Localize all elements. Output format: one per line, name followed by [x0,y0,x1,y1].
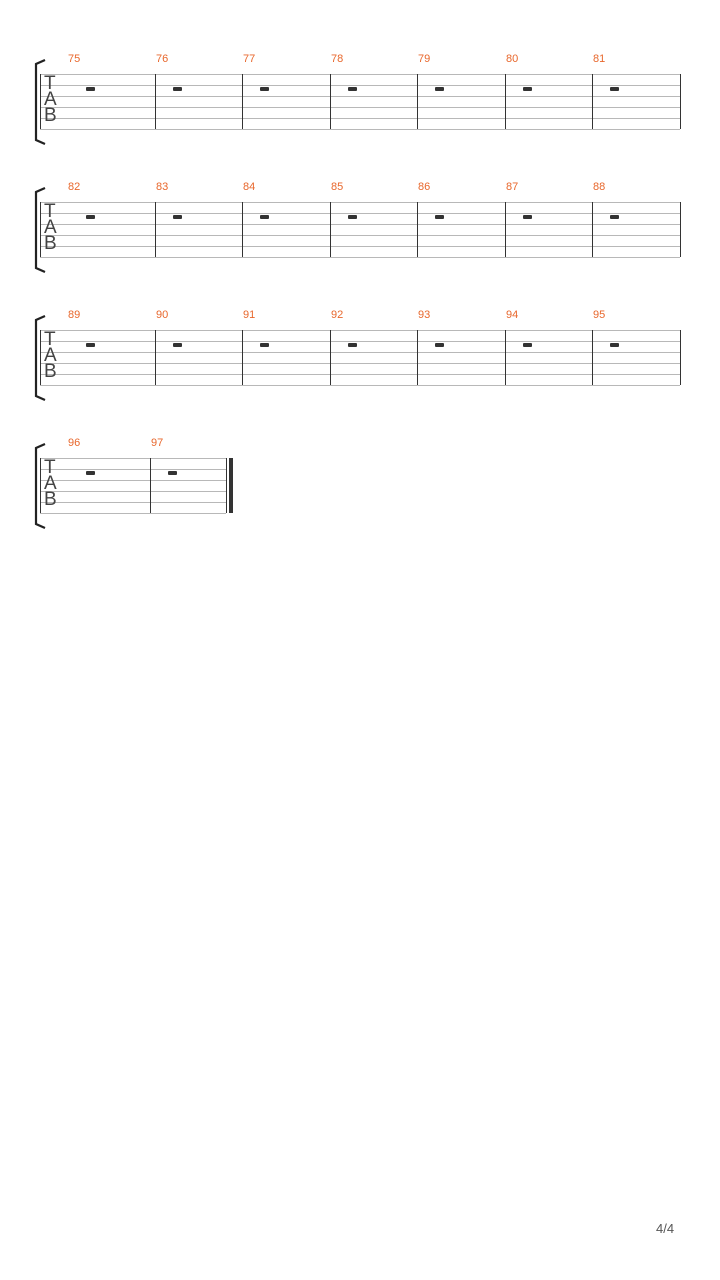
whole-rest-icon [260,343,269,347]
whole-rest-icon [348,215,357,219]
whole-rest-icon [523,343,532,347]
tab-clef-letter: B [44,489,57,510]
measure-number: 94 [506,309,519,321]
measure-number: 82 [68,181,81,193]
whole-rest-icon [168,471,177,475]
tab-clef-letter: A [44,89,57,110]
measure-number: 88 [593,181,606,193]
whole-rest-icon [260,87,269,91]
measure-number: 86 [418,181,431,193]
tab-clef-letter: T [44,329,56,350]
final-barline-thick [229,458,233,513]
system-bracket [34,58,46,146]
tab-clef-letter: T [44,201,56,222]
whole-rest-icon [86,87,95,91]
measure-number: 83 [156,181,169,193]
measure-number: 96 [68,437,81,449]
measure-number: 77 [243,53,256,65]
staff-svg [34,58,681,146]
tab-clef-letter: T [44,73,56,94]
measure-number: 81 [593,53,606,65]
measure-number: 84 [243,181,256,193]
tab-clef-letter: B [44,233,57,254]
whole-rest-icon [435,215,444,219]
measure-number: 93 [418,309,431,321]
measure-number: 92 [331,309,344,321]
system-bracket [34,186,46,274]
whole-rest-icon [435,87,444,91]
page-number: 4/4 [656,1221,675,1236]
whole-rest-icon [173,215,182,219]
tab-clef-letter: T [44,457,56,478]
staff-svg [34,442,233,530]
whole-rest-icon [523,87,532,91]
whole-rest-icon [348,87,357,91]
whole-rest-icon [260,215,269,219]
measure-number: 85 [331,181,344,193]
whole-rest-icon [435,343,444,347]
whole-rest-icon [610,215,619,219]
measure-number: 91 [243,309,256,321]
tab-clef-letter: B [44,361,57,382]
tab-clef-letter: B [44,105,57,126]
measure-number: 95 [593,309,606,321]
whole-rest-icon [86,343,95,347]
whole-rest-icon [173,87,182,91]
measure-number: 80 [506,53,519,65]
measure-number: 90 [156,309,169,321]
measure-number: 79 [418,53,431,65]
measure-number: 89 [68,309,81,321]
tab-clef-letter: A [44,345,57,366]
whole-rest-icon [523,215,532,219]
tab-clef-letter: A [44,217,57,238]
measure-number: 87 [506,181,519,193]
system-bracket [34,314,46,402]
whole-rest-icon [86,215,95,219]
tab-clef-letter: A [44,473,57,494]
system-bracket [34,442,46,530]
measure-number: 76 [156,53,169,65]
whole-rest-icon [610,87,619,91]
measure-number: 78 [331,53,344,65]
whole-rest-icon [173,343,182,347]
staff-svg [34,186,681,274]
whole-rest-icon [348,343,357,347]
whole-rest-icon [610,343,619,347]
measure-number: 75 [68,53,81,65]
staff-svg [34,314,681,402]
measure-number: 97 [151,437,164,449]
whole-rest-icon [86,471,95,475]
